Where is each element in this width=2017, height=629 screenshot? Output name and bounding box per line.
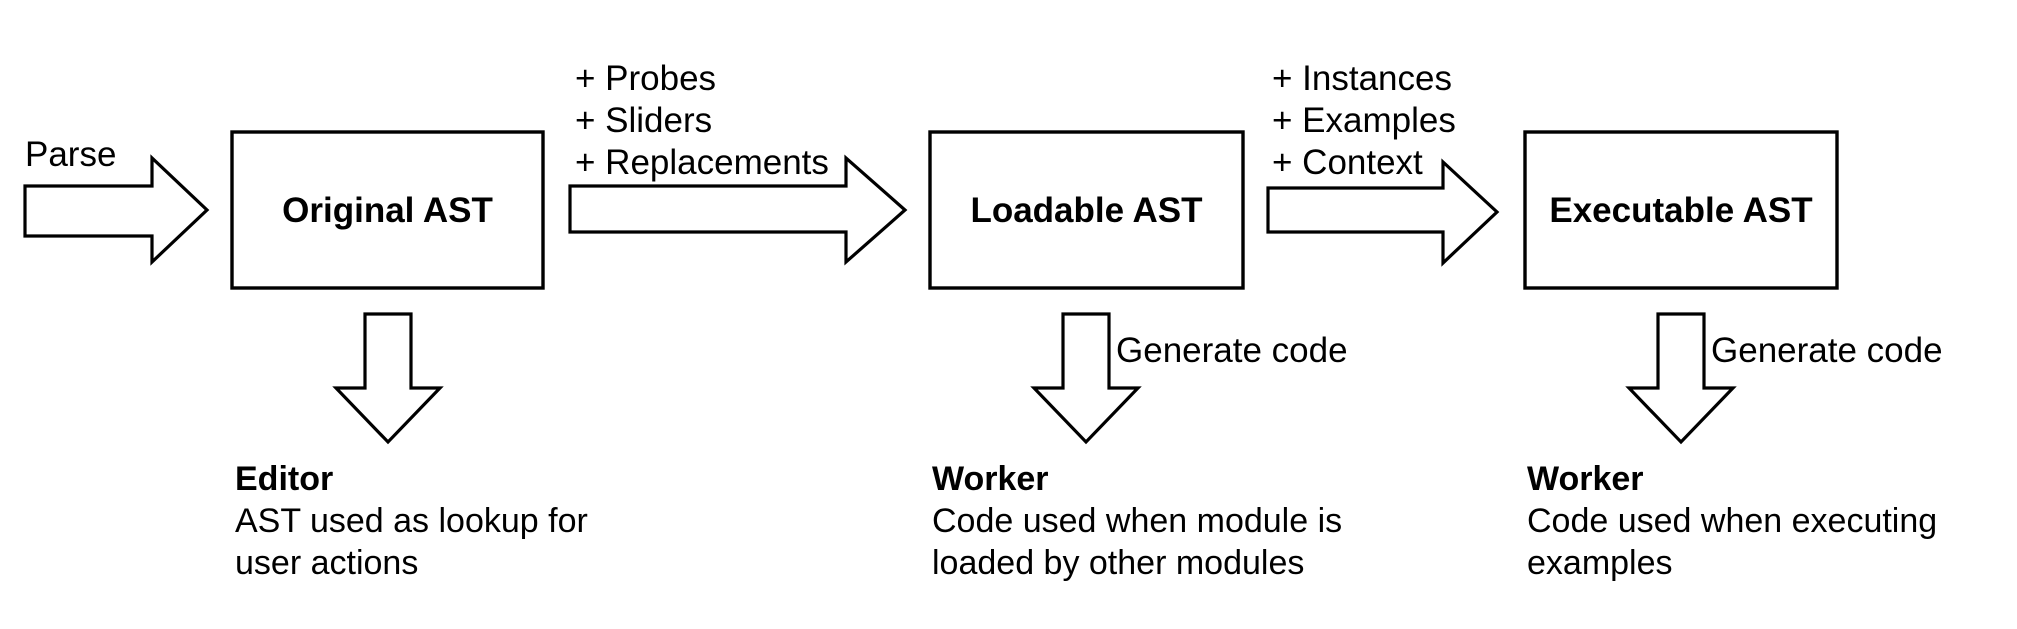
parse-arrow-label: Parse (25, 135, 116, 174)
worker-loadable-caption-line-1: Code used when module is (932, 502, 1342, 540)
original-to-loadable-label-1: + Probes (575, 59, 716, 98)
worker-loadable-caption-line-2: loaded by other modules (932, 544, 1304, 582)
editor-arrow (332, 312, 444, 445)
original-to-loadable-label-2: + Sliders (575, 101, 712, 140)
executable-ast-box-label: Executable AST (1549, 191, 1812, 230)
worker-executable-arrow-label: Generate code (1711, 331, 1943, 370)
worker-loadable-caption: Worker Code used when module is loaded b… (932, 460, 1342, 582)
editor-arrow-shape (332, 312, 444, 445)
editor-caption: Editor AST used as lookup for user actio… (235, 460, 588, 582)
editor-caption-line-2: user actions (235, 544, 418, 582)
worker-loadable-arrow-shape (1030, 312, 1142, 445)
worker-loadable-arrow-label: Generate code (1116, 331, 1348, 370)
original-ast-box-label: Original AST (282, 191, 493, 230)
original-to-loadable-arrow: + Probes + Sliders + Replacements (568, 59, 908, 266)
loadable-ast-box-outline (928, 130, 1245, 290)
editor-caption-title: Editor (235, 460, 333, 498)
original-ast-box-outline (230, 130, 545, 290)
worker-executable-caption-line-1: Code used when executing (1527, 502, 1937, 540)
worker-executable-arrow: Generate code (1625, 312, 1943, 445)
loadable-to-executable-arrow-shape (1266, 158, 1500, 267)
loadable-to-executable-label-1: + Instances (1272, 59, 1452, 98)
loadable-to-executable-label-2: + Examples (1272, 101, 1456, 140)
parse-arrow-shape (23, 154, 210, 266)
loadable-ast-box: Loadable AST (928, 130, 1245, 290)
loadable-to-executable-label-3: + Context (1272, 143, 1423, 182)
original-to-loadable-label-3: + Replacements (575, 143, 829, 182)
loadable-ast-box-label: Loadable AST (970, 191, 1202, 230)
executable-ast-box-outline (1523, 130, 1839, 290)
editor-caption-line-1: AST used as lookup for (235, 502, 588, 540)
loadable-to-executable-arrow: + Instances + Examples + Context (1266, 59, 1500, 267)
worker-executable-caption-title: Worker (1527, 460, 1644, 498)
original-to-loadable-arrow-shape (568, 154, 908, 266)
executable-ast-box: Executable AST (1523, 130, 1839, 290)
original-ast-box: Original AST (230, 130, 545, 290)
worker-executable-caption-line-2: examples (1527, 544, 1673, 582)
worker-loadable-caption-title: Worker (932, 460, 1049, 498)
worker-loadable-arrow: Generate code (1030, 312, 1348, 445)
worker-executable-caption: Worker Code used when executing examples (1527, 460, 1937, 582)
worker-executable-arrow-shape (1625, 312, 1737, 445)
parse-arrow: Parse (23, 135, 210, 266)
